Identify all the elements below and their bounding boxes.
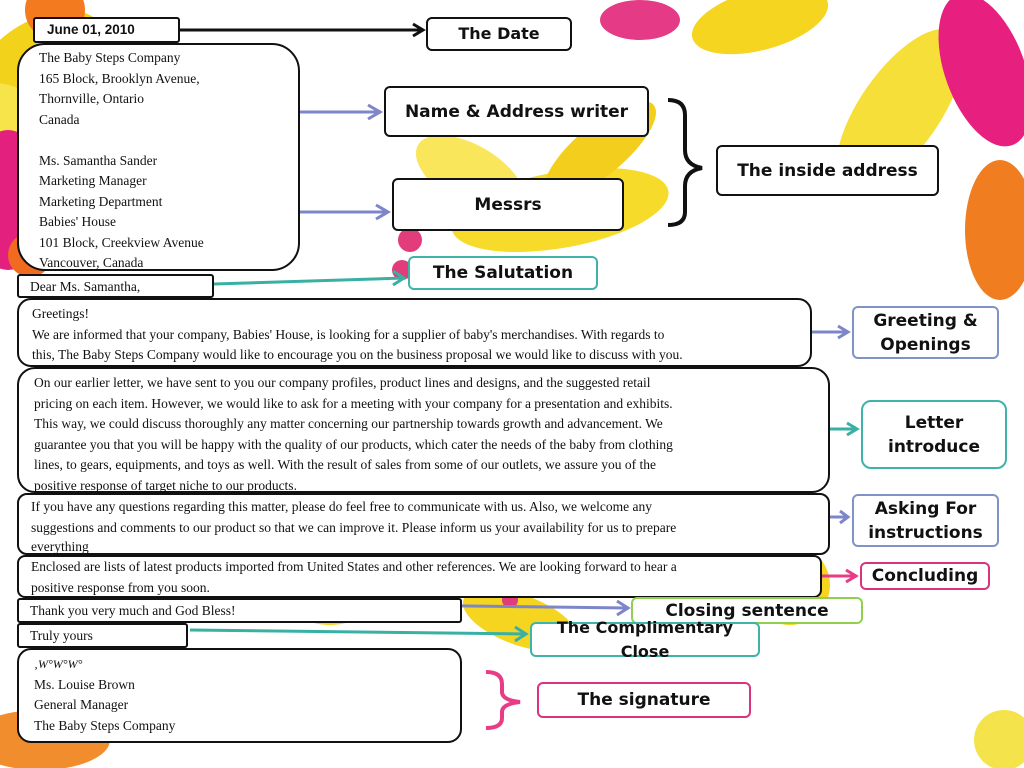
label-asking-instructions: Asking For instructions [852,494,999,547]
arrow-salutation [213,269,407,287]
complimentary-close-field: Truly yours [17,623,188,648]
complimentary-close-text: Truly yours [30,628,93,643]
address-line: The Baby Steps Company [39,50,181,65]
introduce-line: lines, to gears, equipments, and toys as… [34,457,656,472]
greeting-line: We are informed that your company, Babie… [32,326,665,342]
arrow-greeting [812,324,851,340]
introduce-line: pricing on each item. However, we would … [34,395,673,411]
greeting-line: Greetings! [32,306,89,321]
label-inside-address: The inside address [716,145,939,196]
label-text: Asking For [874,498,977,519]
signer-company: The Baby Steps Company [34,717,176,733]
address-spacer [39,130,298,151]
address-line: 165 Block, Brooklyn Avenue, [39,70,200,86]
label-text: introduce [888,436,980,457]
salutation-field: Dear Ms. Samantha, [17,274,214,298]
signer-title: General Manager [34,697,129,712]
signer-name: Ms. Louise Brown [34,676,135,692]
arrow-complimentary [189,625,529,643]
address-line: Vancouver, Canada [39,255,144,270]
address-line: Marketing Manager [39,173,147,188]
arrow-date [180,22,426,38]
closing-sentence-field: Thank you very much and God Bless! [17,598,462,623]
label-text: Messrs [474,194,542,215]
label-text: The Date [458,24,540,43]
label-closing-sentence: Closing sentence [631,597,863,624]
address-line: Ms. Samantha Sander [39,152,158,168]
label-text: Name & Address writer [404,101,629,122]
connector-arrows [180,22,860,730]
introduce-paragraph: On our earlier letter, we have sent to y… [17,367,830,493]
date-text: June 01, 2010 [47,22,135,37]
signature-mark: ‚W°W°W° [34,657,83,671]
label-text: The signature [577,690,711,710]
address-block: The Baby Steps Company 165 Block, Brookl… [17,43,300,271]
label-complimentary-close: The Complimentary Close [530,618,760,661]
greeting-paragraph: Greetings! We are informed that your com… [17,298,812,367]
label-the-date: The Date [426,17,572,51]
label-concluding: Concluding [860,562,990,590]
arrow-instructions [830,509,851,525]
date-field: June 01, 2010 [33,17,180,43]
bracket-signature [485,670,521,730]
introduce-line: This way, we could discuss thoroughly an… [34,416,663,431]
introduce-line: guarantee you that you will be happy wit… [34,436,673,452]
label-greeting-openings: Greeting & Openings [852,306,999,359]
introduce-line: positive response of target niche to our… [34,477,297,493]
arrow-introduce [830,421,860,437]
label-letter-introduce: Letter introduce [861,400,1007,469]
label-text: Greeting & [873,310,978,331]
arrow-concluding [822,568,859,584]
greeting-line: this, The Baby Steps Company would like … [32,347,683,362]
introduce-line: On our earlier letter, we have sent to y… [34,375,651,390]
label-text: Openings [880,334,971,355]
label-text: The Salutation [432,263,574,283]
address-line: Canada [39,111,80,127]
address-line: Marketing Department [39,193,163,209]
salutation-text: Dear Ms. Samantha, [30,279,141,294]
label-messrs: Messrs [392,178,624,231]
label-text: The inside address [737,160,918,181]
signature-block: ‚W°W°W° Ms. Louise Brown General Manager… [17,648,462,743]
instructions-line: suggestions and comments to our product … [31,519,677,535]
concluding-line: positive response from you soon. [31,579,210,595]
bracket-inside-address [667,98,703,227]
label-salutation: The Salutation [408,256,598,290]
instructions-paragraph: If you have any questions regarding this… [17,493,830,555]
label-text: The Complimentary Close [556,617,734,661]
address-line: Babies' House [39,214,117,229]
concluding-paragraph: Enclosed are lists of latest products im… [17,555,822,598]
closing-sentence-text: Thank you very much and God Bless! [30,603,236,618]
label-signature: The signature [537,682,751,718]
instructions-line: If you have any questions regarding this… [31,499,653,514]
label-text: Concluding [871,566,979,586]
concluding-line: Enclosed are lists of latest products im… [31,559,677,574]
label-text: Letter [904,412,964,433]
label-text: instructions [868,522,983,543]
label-text: Closing sentence [665,600,829,621]
address-line: Thornville, Ontario [39,91,144,106]
label-name-address-writer: Name & Address writer [384,86,649,137]
address-line: 101 Block, Creekview Avenue [39,234,204,250]
instructions-line: everything [31,539,89,554]
